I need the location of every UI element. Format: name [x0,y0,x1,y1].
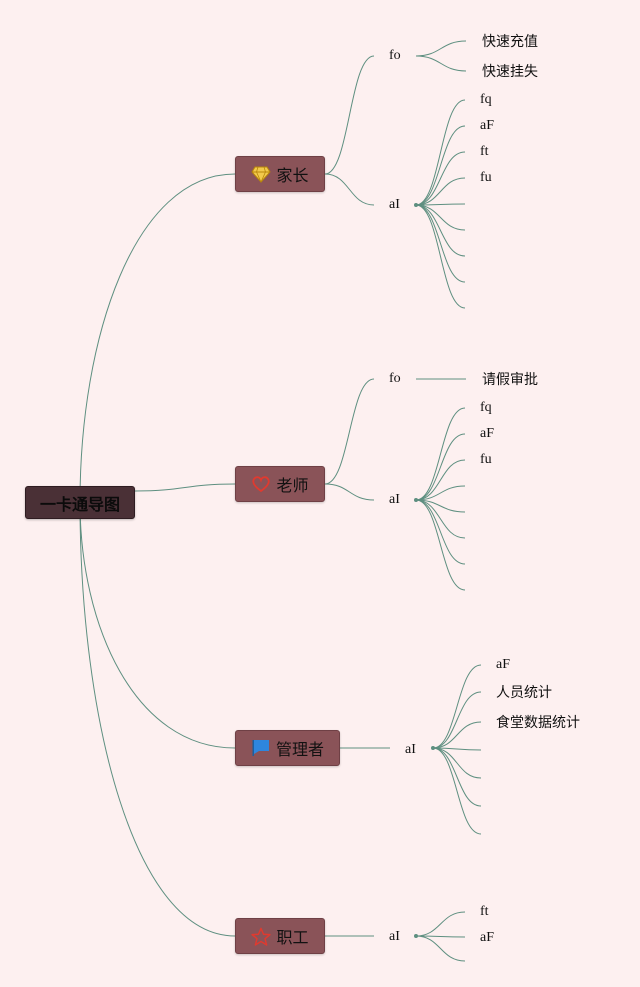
branch-node-parent[interactable]: 家长 [235,156,325,192]
connector-parent-ai-child-8 [415,204,466,309]
connector-parent-ai-child-0 [415,99,466,206]
leaf-staff-statistics[interactable]: 人员统计 [496,685,552,701]
connector-teacher-ai-child-3 [415,485,466,501]
connector-root-teacher [134,483,236,492]
connector-parent-ai-child-6 [415,204,466,257]
connector-teacher-ai-child-1 [415,433,466,501]
leaf-staff-ft[interactable]: ft [480,904,489,919]
leaf-manager-af[interactable]: aF [496,657,510,672]
leaf-teacher-af[interactable]: aF [480,426,494,441]
leaf-staff-af[interactable]: aF [480,930,494,945]
connector-teacher-ai-child-5 [415,499,466,539]
branch-node-staff[interactable]: 职工 [235,918,325,954]
connector-parent-fo-child-1 [415,55,467,72]
leaf-teacher-fq[interactable]: fq [480,400,492,415]
group-label-manager-ai[interactable]: aI [405,742,416,757]
connector-manager-ai-child-4 [432,747,482,779]
branch-label-manager: 管理者 [275,740,324,759]
star-icon [251,926,272,946]
heart-icon [251,474,271,494]
leaf-parent-fu[interactable]: fu [480,170,492,185]
leaf-parent-af[interactable]: aF [480,118,494,133]
connector-parent-ai-child-2 [415,151,466,206]
connector-root-manager [79,501,236,749]
connector-parent-ai-child-7 [415,204,466,283]
connector-staff-ai-child-2 [415,935,466,962]
connector-parent-ai [324,173,375,206]
connector-manager-ai-child-5 [432,747,482,807]
branch-label-parent: 家长 [276,166,309,185]
connector-manager-ai-child-0 [432,664,482,749]
group-label-teacher-fo[interactable]: fo [389,371,401,386]
connector-teacher-ai [324,483,375,501]
leaf-teacher-fu[interactable]: fu [480,452,492,467]
leaf-parent-ft[interactable]: ft [480,144,489,159]
branch-node-manager[interactable]: 管理者 [235,730,340,766]
leaf-parent-fq[interactable]: fq [480,92,492,107]
group-label-staff-ai[interactable]: aI [389,929,400,944]
group-label-parent-ai[interactable]: aI [389,197,400,212]
connector-parent-fo [324,55,375,175]
connector-teacher-ai-child-6 [415,499,466,565]
connector-parent-ai-child-1 [415,125,466,206]
connector-root-staff [79,501,236,937]
connector-manager-ai-child-1 [432,691,482,749]
leaf-leave-approval[interactable]: 请假审批 [482,372,538,388]
connector-manager-ai-child-2 [432,721,482,749]
branch-label-teacher: 老师 [276,476,309,495]
connector-parent-fo-child-0 [415,40,467,57]
flag-icon [251,738,271,758]
branch-node-teacher[interactable]: 老师 [235,466,325,502]
connector-staff-ai-child-0 [415,911,466,937]
leaf-quick-report-loss[interactable]: 快速挂失 [482,64,538,80]
connector-teacher-ai-child-0 [415,407,466,501]
group-label-parent-fo[interactable]: fo [389,48,401,63]
leaf-quick-recharge[interactable]: 快速充值 [482,34,538,50]
connector-parent-ai-child-3 [415,177,466,206]
root-node[interactable]: 一卡通导图 [25,486,135,519]
branch-label-staff: 职工 [276,928,309,947]
diamond-icon [251,164,272,184]
connector-teacher-ai-child-7 [415,499,466,591]
connector-teacher-fo [324,378,375,485]
connector-teacher-ai-child-2 [415,459,466,501]
connector-root-parent [79,173,236,503]
group-label-teacher-ai[interactable]: aI [389,492,400,507]
connector-manager-ai-child-6 [432,747,482,835]
leaf-canteen-statistics[interactable]: 食堂数据统计 [496,715,580,731]
root-label: 一卡通导图 [39,494,120,514]
